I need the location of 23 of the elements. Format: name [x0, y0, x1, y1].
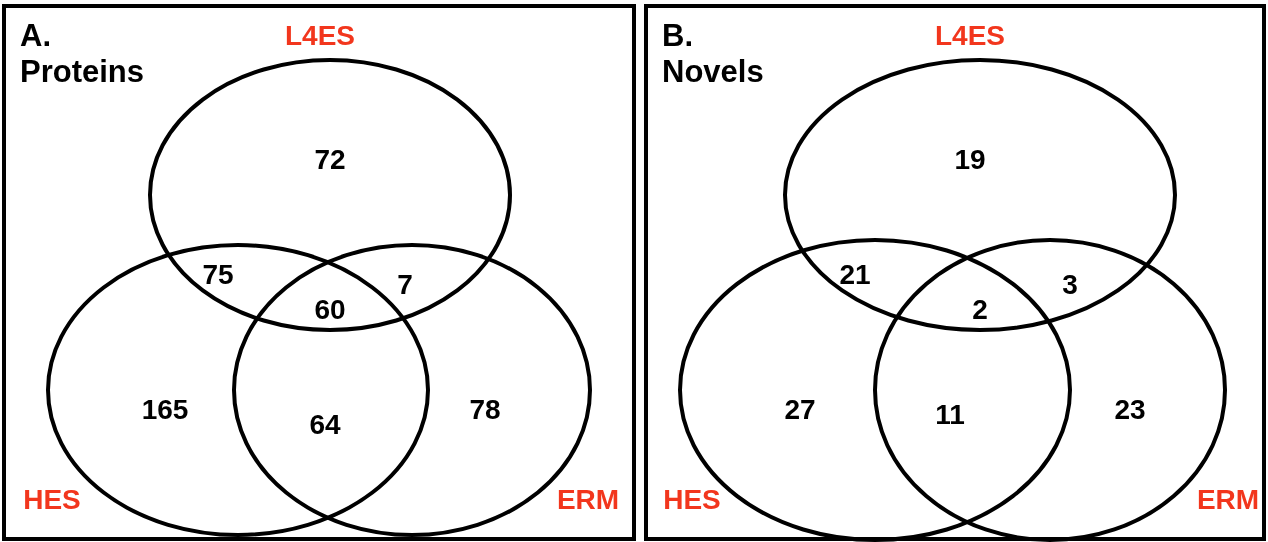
- panel-frame: [2, 4, 636, 541]
- count-label: 2: [972, 294, 988, 326]
- count-label: 11: [935, 399, 965, 431]
- count-label: 64: [309, 409, 341, 441]
- count-label: 165: [141, 394, 189, 426]
- set-label: L4ES: [935, 20, 1005, 52]
- count-label: 21: [839, 259, 871, 291]
- count-label: 23: [1114, 394, 1146, 426]
- count-label: 60: [314, 294, 346, 326]
- panel-title: B. Novels: [662, 18, 765, 90]
- set-label: HES: [663, 484, 721, 516]
- count-label: 19: [954, 144, 986, 176]
- count-label: 7: [397, 269, 413, 301]
- panel-frame: [644, 4, 1266, 541]
- set-label: ERM: [1196, 484, 1260, 516]
- count-label: 3: [1062, 269, 1078, 301]
- count-label: 72: [314, 144, 346, 176]
- set-label: ERM: [556, 484, 620, 516]
- count-label: 27: [784, 394, 816, 426]
- count-label: 78: [469, 394, 501, 426]
- set-label: L4ES: [285, 20, 355, 52]
- set-label: HES: [23, 484, 81, 516]
- count-label: 75: [202, 259, 234, 291]
